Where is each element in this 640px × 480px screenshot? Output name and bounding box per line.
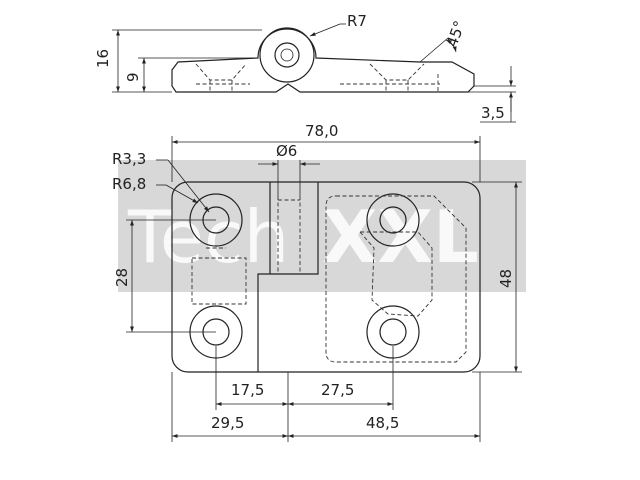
right-top-hole-inner (379, 206, 407, 234)
dim-overall-height: 48 (497, 269, 515, 288)
knuckle-outer (259, 27, 315, 83)
dim-side-offset: 3,5 (481, 104, 505, 122)
watermark-brand-right: XXL (322, 195, 479, 279)
dim-right-hole-offset: 27,5 (321, 381, 354, 399)
dim-pin-diameter: Ø6 (276, 142, 297, 160)
knuckle-pin (274, 42, 300, 68)
side-hidden-lines (196, 74, 440, 92)
side-hidden-countersink-right (369, 63, 425, 92)
side-hidden-countersink-left (195, 63, 247, 92)
hinge-outline (171, 181, 481, 373)
knuckle-pin-inner (280, 48, 294, 62)
dim-knuckle-radius: R7 (347, 12, 367, 30)
dim-hole-spacing-vertical: 28 (113, 268, 131, 287)
dim-side-leaf-height: 9 (124, 72, 142, 82)
hinge-split-line (257, 182, 319, 372)
dim-left-leaf-width: 29,5 (211, 414, 244, 432)
right-bottom-hole-inner (379, 318, 407, 346)
dim-right-leaf-width: 48,5 (366, 414, 399, 432)
top-view: 78,0 Ø6 R3,3 R6,8 28 48 17,5 (112, 122, 522, 442)
dim-hole-radius-small: R3,3 (112, 150, 146, 168)
watermark: Tech XXL (118, 160, 526, 292)
dim-side-overall-height: 16 (94, 49, 112, 68)
side-view-outline (171, 28, 475, 93)
left-hidden-pocket (191, 247, 247, 305)
right-hidden-slot (359, 231, 433, 317)
dim-overall-width: 78,0 (305, 122, 338, 140)
dim-chamfer-angle: 45° (443, 18, 469, 49)
dim-hole-radius-large: R6,8 (112, 175, 146, 193)
watermark-brand-left: Tech (127, 195, 289, 279)
dim-left-hole-offset: 17,5 (231, 381, 264, 399)
right-hidden-pocket (325, 195, 467, 363)
right-top-hole-outer (366, 193, 420, 247)
pin-hidden (277, 196, 301, 274)
side-view: 16 9 R7 45° 3,5 (94, 12, 516, 123)
